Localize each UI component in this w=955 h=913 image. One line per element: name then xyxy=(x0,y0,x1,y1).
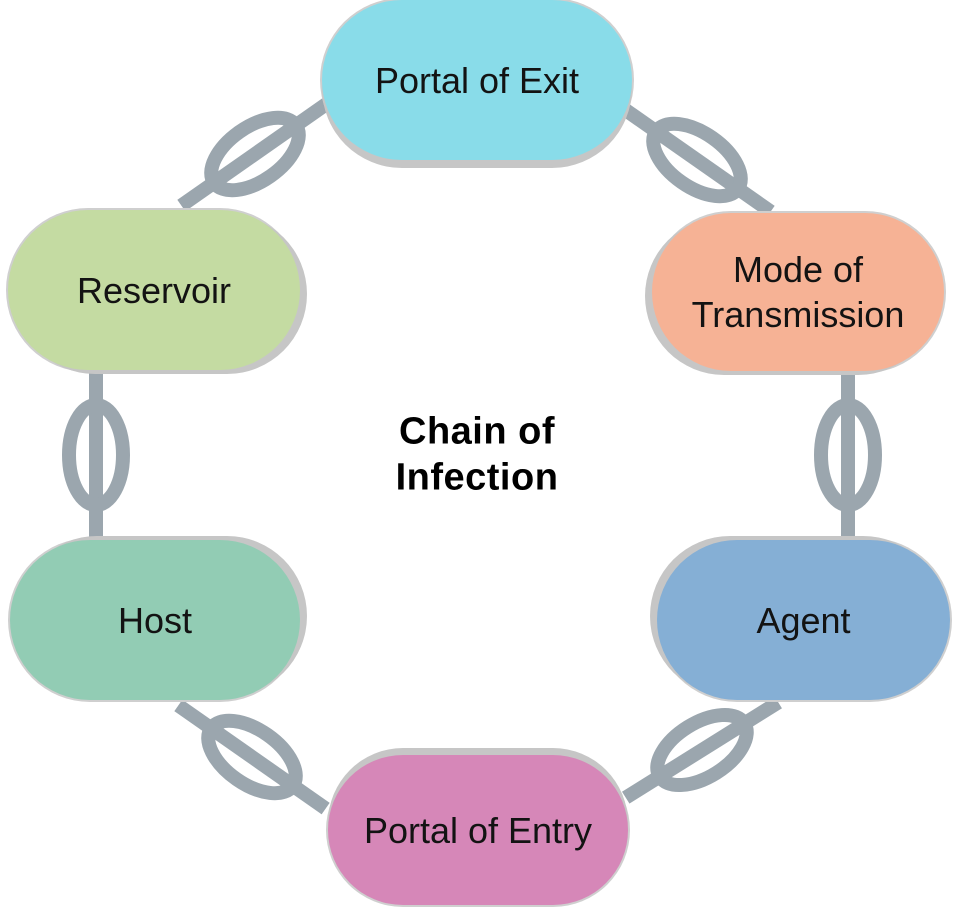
chain-link-icon xyxy=(803,365,893,545)
node-agent: Agent xyxy=(657,540,950,700)
node-label: Portal of Exit xyxy=(374,59,580,101)
chain-link-icon xyxy=(602,664,802,836)
chain-link-icon xyxy=(597,72,796,249)
node-label: Agent xyxy=(756,599,851,641)
diagram-title-line2: Infection xyxy=(395,457,559,499)
chain-link-icon xyxy=(152,669,351,846)
node-label: Host xyxy=(117,599,193,641)
node-host: Host xyxy=(10,540,300,700)
chain-link-icon xyxy=(155,66,354,243)
node-reservoir: Reservoir xyxy=(8,210,300,370)
node-label: Mode of Transmission xyxy=(691,249,905,335)
chain-link-icon xyxy=(51,365,141,545)
diagram-title: Chain of Infection xyxy=(396,409,559,502)
node-portal-of-entry: Portal of Entry xyxy=(328,755,628,905)
node-mode-of-transmission: Mode of Transmission xyxy=(652,213,944,371)
node-portal-of-exit: Portal of Exit xyxy=(322,0,632,160)
node-label: Portal of Entry xyxy=(363,809,593,851)
diagram-title-line1: Chain of xyxy=(399,410,555,453)
node-label: Reservoir xyxy=(76,269,232,311)
